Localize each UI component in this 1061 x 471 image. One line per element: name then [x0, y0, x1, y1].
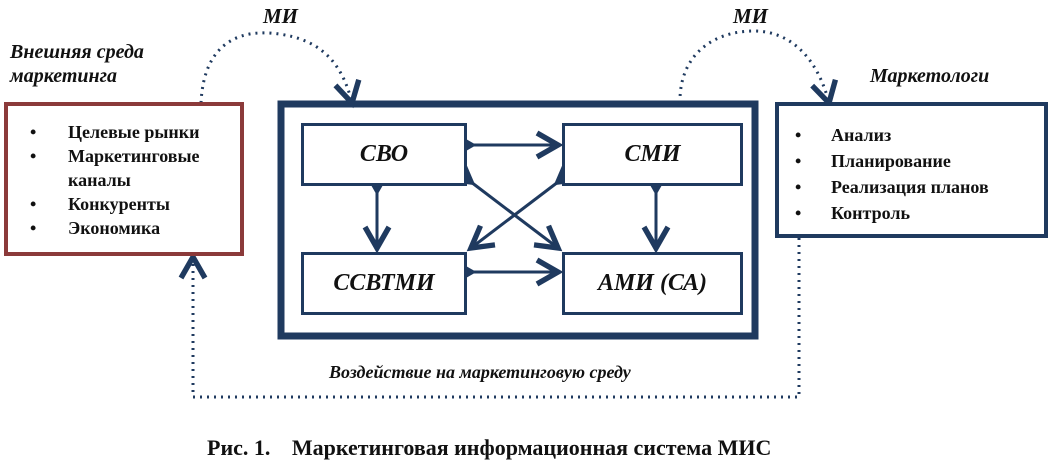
external-environment-list: Целевые рынки Маркетинговые каналы Конку… — [30, 120, 232, 240]
impact-flow-arrow — [178, 238, 801, 399]
figure-number: Рис. 1. — [207, 435, 271, 460]
left-mi-flow-arrow — [199, 31, 362, 109]
marketers-item-planning: Планирование — [795, 148, 1036, 174]
figure-caption-text: Маркетинговая информационная система МИС — [291, 435, 772, 460]
external-environment-item-target-markets: Целевые рынки — [30, 120, 232, 144]
marketers-list: Анализ Планирование Реализация планов Ко… — [795, 122, 1036, 226]
ami-box: АМИ (СА) — [562, 252, 743, 315]
marketers-box: Анализ Планирование Реализация планов Ко… — [775, 102, 1048, 238]
smi-label: СМИ — [624, 141, 681, 167]
left-mi-label: МИ — [263, 4, 299, 28]
smi-box: СМИ — [562, 123, 743, 186]
right-mi-flow-arrow — [678, 29, 839, 109]
external-environment-item-economy: Экономика — [30, 216, 232, 240]
marketers-title: Маркетологи — [870, 65, 990, 87]
marketers-item-plan-implementation: Реализация планов — [795, 174, 1036, 200]
impact-label: Воздействие на маркетинговую среду — [329, 362, 631, 382]
marketers-item-control: Контроль — [795, 200, 1036, 226]
ssvtmi-label: ССВТМИ — [333, 270, 435, 296]
external-environment-item-marketing-channels: Маркетинговые каналы — [30, 144, 232, 192]
external-environment-title: Внешняя среда маркетинга — [10, 41, 144, 87]
svo-label: СВО — [359, 141, 409, 167]
marketers-item-analysis: Анализ — [795, 122, 1036, 148]
svo-box: СВО — [301, 123, 467, 186]
right-mi-label: МИ — [733, 4, 769, 28]
external-environment-box: Целевые рынки Маркетинговые каналы Конку… — [4, 102, 244, 256]
ssvtmi-box: ССВТМИ — [301, 252, 467, 315]
external-environment-item-competitors: Конкуренты — [30, 192, 232, 216]
figure-caption: Рис. 1. Маркетинговая информационная сис… — [207, 437, 771, 459]
ami-label: АМИ (СА) — [597, 270, 708, 296]
smi-ssvtmi-arrow — [466, 158, 583, 252]
